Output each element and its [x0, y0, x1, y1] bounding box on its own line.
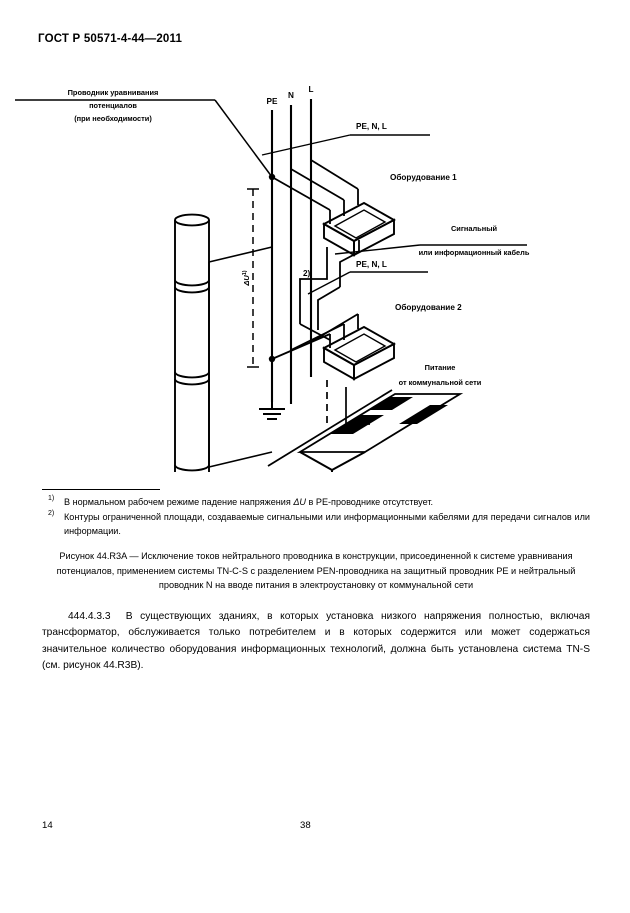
- footnote-text-1-after: в PE-проводнике отсутствует.: [306, 497, 434, 507]
- signal-cable-label-line2: или информационный кабель: [419, 248, 530, 257]
- structure-plane: [208, 246, 273, 468]
- l-label: L: [308, 85, 313, 94]
- bonding-conductor-label-line1: Проводник уравнивания: [68, 88, 159, 97]
- footnote-text-2: Контуры ограниченной площади, создаваемы…: [64, 512, 590, 537]
- equipment-1-feed: [271, 159, 359, 224]
- footnote-separator-rule: [42, 489, 160, 490]
- clause-444-4-3-3: 444.4.3.3 В существующих зданиях, в кото…: [42, 609, 590, 675]
- equipment-1-label: Оборудование 1: [390, 172, 457, 182]
- voltage-drop-label: ΔU1): [242, 270, 251, 286]
- penl-bottom-leader: [307, 271, 428, 295]
- footer-page-number-left: 14: [42, 820, 53, 831]
- penl-bottom-label: PE, N, L: [356, 260, 387, 269]
- pen-conductor-band: [296, 393, 464, 453]
- pen-hatching: [329, 397, 448, 434]
- bonding-conductor-leader: [214, 99, 273, 178]
- clause-text: В существующих зданиях, в которых устано…: [42, 611, 590, 672]
- signal-cable-label-line1: Сигнальный: [451, 224, 498, 233]
- signal-cable-leader: [334, 244, 527, 255]
- footnote-item-2: 2) Контуры ограниченной площади, создавае…: [42, 510, 590, 538]
- standard-header: ГОСТ Р 50571-4-44—2011: [38, 33, 183, 45]
- earth-symbol-source: [299, 451, 366, 472]
- earth-symbol-installation: [259, 402, 285, 420]
- footer-page-number-center: 38: [300, 820, 311, 831]
- clause-number: 444.4.3.3: [68, 611, 111, 622]
- footnote-text-1-before: В нормальном рабочем режиме падение напр…: [64, 497, 294, 507]
- figure-caption-dash: —: [129, 551, 139, 561]
- supply-incoming-line: [267, 389, 393, 467]
- signal-cable-loop: [299, 240, 360, 341]
- footnote-block: 1) В нормальном рабочем режиме падение на…: [42, 495, 590, 539]
- equipment-2-feed: [271, 313, 359, 360]
- figure-diagram: Проводник уравнивания потенциалов (при н…: [15, 85, 530, 472]
- bonding-conductor-label-line2: потенциалов: [89, 101, 137, 110]
- voltage-drop-measure: [247, 188, 259, 368]
- structural-column: [174, 213, 210, 472]
- footnote-symbol-1: ΔU: [293, 497, 306, 507]
- pe-label: PE: [267, 97, 278, 106]
- footnote-marker-2-in-figure: 2): [303, 269, 311, 278]
- figure-44-r3a: Проводник уравнивания потенциалов (при н…: [0, 72, 630, 472]
- footnote-marker-2: 2): [48, 510, 55, 518]
- penl-top-label: PE, N, L: [356, 122, 387, 131]
- supply-label-line2: от коммунальной сети: [399, 378, 482, 387]
- figure-caption-text: Исключение токов нейтрального проводника…: [56, 551, 576, 591]
- equipment-2-box: [322, 325, 396, 381]
- figure-caption-number: Рисунок 44.R3A: [59, 551, 127, 561]
- footnote-marker-1: 1): [48, 495, 55, 502]
- equipment-2-label: Оборудование 2: [395, 302, 462, 312]
- footnote-item-1: 1) В нормальном рабочем режиме падение на…: [42, 495, 590, 509]
- n-label: N: [288, 91, 294, 100]
- bonding-conductor-label-line3: (при необходимости): [74, 114, 152, 123]
- penl-top-leader: [261, 134, 430, 156]
- supply-label-line1: Питание: [425, 363, 456, 372]
- figure-caption: Рисунок 44.R3A — Исключение токов нейтра…: [42, 549, 590, 593]
